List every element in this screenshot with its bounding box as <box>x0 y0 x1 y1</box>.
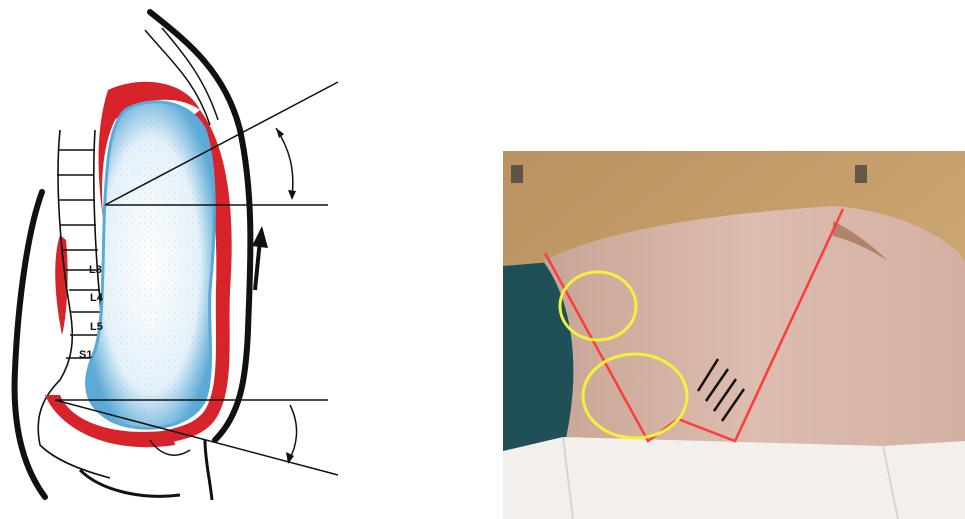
vertebra-label-l4: L4 <box>90 292 103 304</box>
vertebra-label-l5: L5 <box>90 321 103 333</box>
abdomen-skin <box>543 206 965 451</box>
corner-mark-right <box>855 165 867 183</box>
vertebra-label-l3: L3 <box>89 264 102 276</box>
corner-mark-left <box>511 165 523 183</box>
lower-angle-arc <box>288 405 297 462</box>
upper-angle-arc <box>276 128 293 197</box>
vertebra-label-s1: S1 <box>79 349 92 361</box>
back-contour <box>15 192 45 497</box>
clinical-photo <box>503 151 965 519</box>
upward-arrow-icon <box>252 226 268 290</box>
lower-body-outline <box>80 440 212 500</box>
sagittal-abdomen-diagram <box>0 0 480 519</box>
